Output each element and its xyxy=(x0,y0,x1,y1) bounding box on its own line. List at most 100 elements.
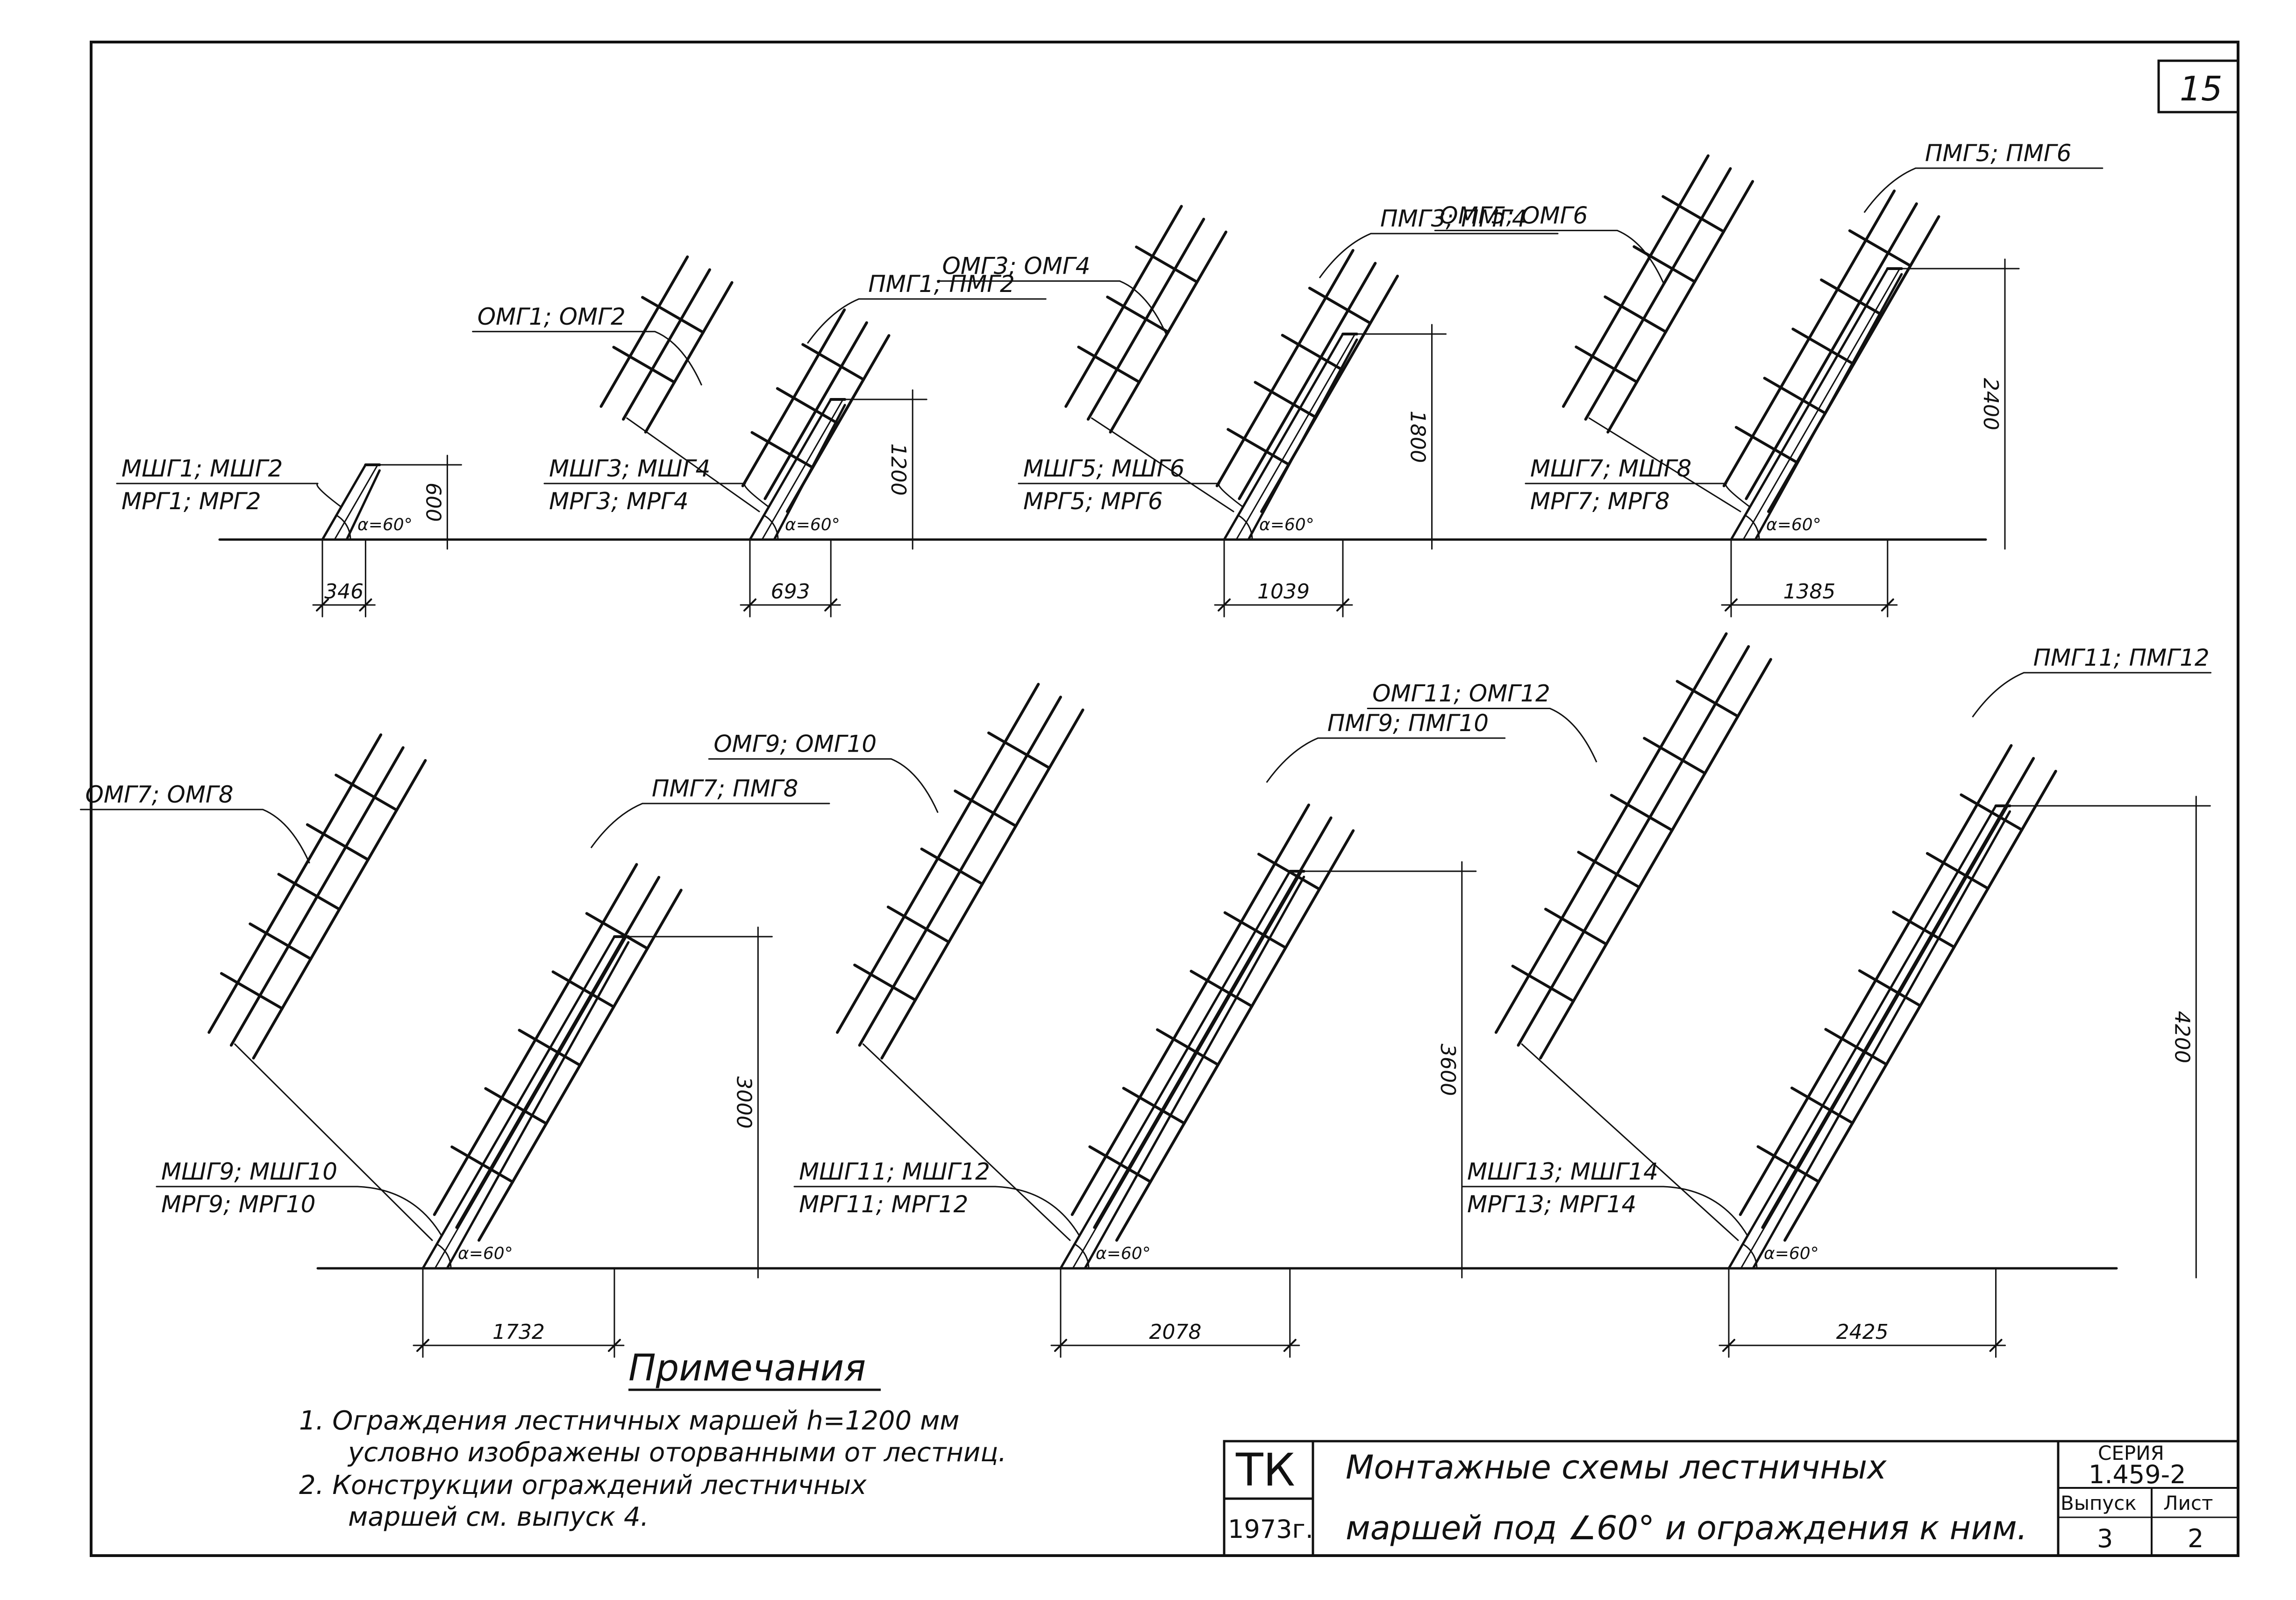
railing-bar xyxy=(1925,852,1989,890)
angle-arc xyxy=(1074,1243,1090,1269)
left-railing-label: ОМГ3; ОМГ4 xyxy=(942,253,1090,280)
railing-post xyxy=(1539,658,1772,1060)
railing-bar xyxy=(954,789,1018,828)
span-label: 1732 xyxy=(492,1320,545,1344)
stringer-label: МШГ3; МШГ4 xyxy=(549,455,710,482)
railing-post xyxy=(644,281,734,434)
angle-arc xyxy=(336,514,351,540)
label-leader xyxy=(1863,167,1916,213)
railing-bar xyxy=(306,823,370,861)
span-tick xyxy=(1881,598,1894,612)
railing-bar xyxy=(1135,245,1199,284)
span-label: 2425 xyxy=(1836,1320,1889,1344)
right-railing xyxy=(1722,189,1940,513)
label-leader xyxy=(262,809,310,864)
right-railing-label: ПМГ5; ПМГ6 xyxy=(1925,140,2072,167)
right-railing-label: ПМГ1; ПМГ2 xyxy=(868,270,1015,298)
railing-bar xyxy=(484,1087,548,1125)
railing-bar xyxy=(585,912,649,950)
railing-post xyxy=(1517,645,1750,1047)
railing-bar xyxy=(1848,229,1912,267)
railing-bar xyxy=(801,343,865,381)
left-railing-label: ОМГ7; ОМГ8 xyxy=(86,781,234,808)
label-leader xyxy=(1663,1186,1748,1236)
angle-arc xyxy=(1742,1243,1758,1269)
height-label: 1800 xyxy=(1406,411,1430,463)
left-railing xyxy=(1494,632,1772,1060)
railing-bar xyxy=(335,774,399,812)
railing-post xyxy=(1584,167,1732,421)
railing-post xyxy=(1494,632,1728,1034)
span-tick xyxy=(416,1339,429,1352)
left-railing xyxy=(599,255,734,434)
left-railing xyxy=(1064,205,1227,434)
railing-bar xyxy=(1661,195,1726,233)
railing-bar xyxy=(886,905,950,944)
railing-bar xyxy=(1610,794,1674,832)
railing-post xyxy=(1115,829,1355,1242)
railing-connector xyxy=(234,1043,433,1241)
height-label: 3000 xyxy=(732,1076,756,1129)
span-label: 1385 xyxy=(1783,580,1835,604)
label-leader xyxy=(1617,229,1665,284)
page-number-box: 15 xyxy=(2157,59,2239,114)
railing-bar xyxy=(1604,295,1668,334)
span-tick xyxy=(607,1339,621,1352)
stair-stringer-inner xyxy=(1072,870,1303,1269)
right-railing-label: ПМГ7; ПМГ8 xyxy=(652,775,799,802)
span-tick xyxy=(1283,1339,1297,1352)
stringer-label: МРГ13; МРГ14 xyxy=(1467,1191,1636,1218)
railing-connector xyxy=(1091,417,1234,512)
span-tick xyxy=(1218,598,1231,612)
span-tick xyxy=(824,598,838,612)
span-tick xyxy=(1054,1339,1067,1352)
railing-bar xyxy=(1308,286,1372,325)
span-label: 346 xyxy=(324,580,364,604)
stair-stringer-inner xyxy=(1742,268,1901,540)
stair-stringer-outer xyxy=(446,941,630,1270)
railing-bar xyxy=(612,346,676,384)
angle-label: α=60° xyxy=(1766,515,1821,534)
height-label: 600 xyxy=(421,483,445,522)
stair-stringer-inner xyxy=(434,936,627,1269)
stringer-label: МРГ9; МРГ10 xyxy=(161,1191,315,1218)
stringer-label: МШГ13; МШГ14 xyxy=(1467,1158,1658,1185)
label-leader xyxy=(590,803,643,848)
left-railing xyxy=(207,733,427,1060)
label-leader xyxy=(1725,483,1750,508)
railing-bar xyxy=(249,922,313,960)
stair-stringer-inner xyxy=(761,398,844,540)
railing-bar xyxy=(1858,969,1922,1007)
railing-bar xyxy=(450,1145,514,1184)
railing-bar xyxy=(551,970,615,1009)
span-tick xyxy=(1725,598,1738,612)
railing-bar xyxy=(750,431,814,469)
label-leader xyxy=(1549,708,1597,763)
sheet-label: Лист xyxy=(2163,1492,2213,1515)
right-railing-label: ПМГ9; ПМГ10 xyxy=(1327,710,1489,737)
railing-post xyxy=(1260,274,1399,513)
span-tick xyxy=(1336,598,1350,612)
stair-stringer-outer xyxy=(1084,875,1305,1270)
span-tick xyxy=(1722,1339,1735,1352)
railing-post xyxy=(1093,816,1333,1229)
railing-bar xyxy=(1791,327,1855,366)
railing-bar xyxy=(1254,381,1318,419)
height-label: 2400 xyxy=(1979,378,2003,430)
railing-bar xyxy=(1676,680,1740,718)
railing-bar xyxy=(920,847,984,886)
label-leader xyxy=(357,1186,442,1236)
right-railing xyxy=(1070,804,1355,1242)
railing-bar xyxy=(1226,428,1291,466)
railing-bar xyxy=(1575,345,1639,384)
notes-title: Примечания xyxy=(628,1347,866,1389)
sheet-value: 2 xyxy=(2188,1524,2203,1553)
drawing-year: 1973г. xyxy=(1228,1515,1313,1544)
railing-bar xyxy=(220,972,284,1010)
railing-bar xyxy=(1892,910,1956,949)
right-railing xyxy=(433,863,683,1242)
stringer-label: МШГ11; МШГ12 xyxy=(799,1158,990,1185)
railing-bar xyxy=(518,1029,582,1067)
railing-post xyxy=(1606,180,1754,434)
